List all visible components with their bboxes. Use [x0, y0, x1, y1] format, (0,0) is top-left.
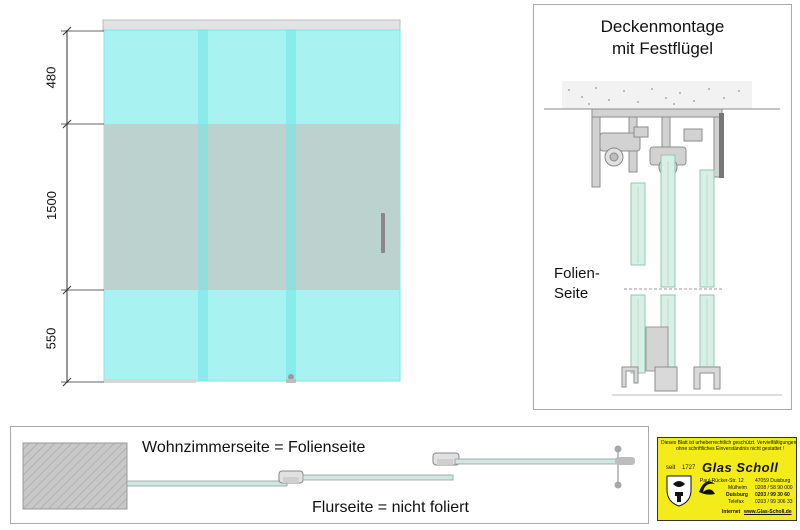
floor-stopper [645, 326, 669, 372]
dimension-label-top: 480 [43, 66, 59, 89]
floor-guide [288, 374, 294, 380]
telefax-phone: 0203 / 99 306 33 [755, 499, 793, 505]
ceiling-profile-svg [544, 81, 782, 396]
glass-seam-right [286, 30, 296, 381]
bottom-channels [621, 366, 721, 392]
sliding-panel [302, 474, 454, 481]
internet-label: Internet [722, 509, 741, 515]
copyright-notice-line2: ohne schriftliches Einverständnis nicht … [676, 446, 785, 452]
mulheim-label: Mülheim [728, 485, 747, 491]
top-rail [102, 19, 401, 31]
hallway-side-text: Flurseite = nicht foliert [312, 499, 469, 516]
ceiling-concrete [562, 81, 752, 109]
company-logo-box: Dieses Blatt ist urheberrechtlich geschü… [657, 437, 797, 521]
mulheim-phone: 0208 / 58 90 000 [755, 485, 793, 491]
end-knob-top [614, 445, 622, 453]
door-handle [381, 213, 385, 253]
zip-city: 47059 Duisburg [755, 478, 791, 484]
film-side-label-line2: Seite [554, 285, 589, 302]
copyright-notice-line1: Dieses Blatt ist urheberrechtlich geschü… [661, 440, 797, 446]
telefax-label: Telefax [728, 499, 744, 505]
year-label: 1727 [682, 465, 696, 471]
glass-section [630, 154, 715, 374]
street-address: Paul-Rücker-Str. 12 [700, 478, 744, 484]
plan-view-panel: Wohnzimmerseite = Folienseite Flurseite … [10, 426, 649, 524]
fixed-panel [126, 480, 288, 487]
wall-section [22, 442, 128, 510]
living-room-side-text: Wohnzimmerseite = Folienseite [142, 439, 366, 456]
brand-name: Glas Scholl [702, 460, 779, 475]
glass-seam-left [198, 30, 208, 381]
dimension-label-bottom: 550 [43, 327, 59, 350]
ceiling-profile [591, 108, 723, 188]
detail-title-line1: Deckenmontage [600, 17, 725, 36]
detail-title-line2: mit Festflügel [611, 39, 714, 58]
detail-title: Deckenmontage mit Festflügel [534, 16, 791, 60]
film-side-label-line1: Folien- [554, 265, 600, 282]
sliding-panel-outer [454, 458, 618, 465]
frosted-film-band [104, 124, 400, 290]
door-elevation-svg [61, 19, 401, 387]
section-detail-panel: Deckenmontage mit Festflügel [533, 4, 792, 410]
coat-of-arms-icon [666, 475, 692, 507]
website-link[interactable]: www.Glas-Scholl.de [744, 509, 792, 515]
film-side-label: Folien- Seite [554, 264, 600, 304]
swirl-emblem-icon [699, 481, 715, 495]
bottom-rail [104, 379, 196, 383]
end-knob-bottom [614, 481, 622, 489]
dimension-label-middle: 1500 [43, 191, 59, 220]
duisburg-phone: 0203 / 99 30 60 [755, 492, 790, 498]
plan-view-svg [22, 442, 635, 510]
since-label: seit [666, 465, 676, 471]
duisburg-label: Duisburg [726, 492, 748, 498]
